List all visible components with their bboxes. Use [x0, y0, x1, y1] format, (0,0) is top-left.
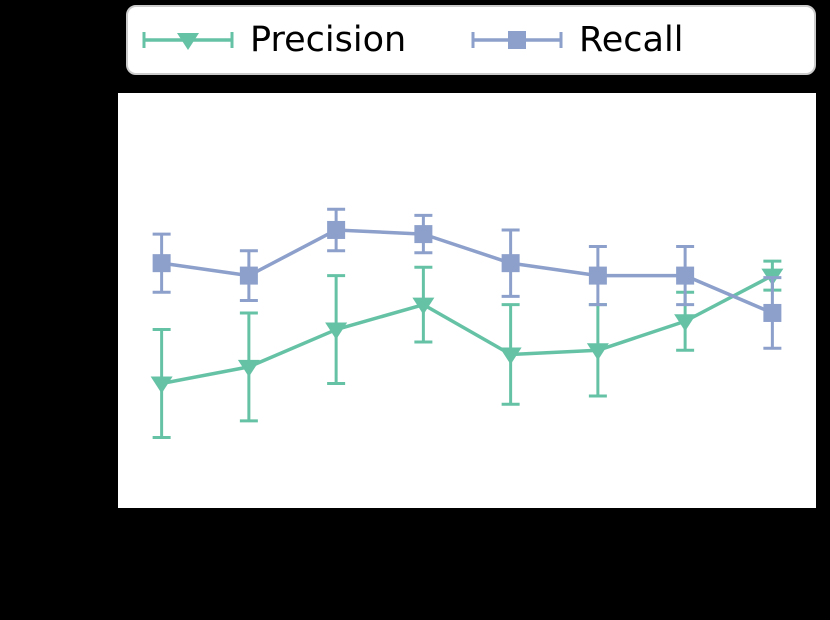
legend-item-precision[interactable]: Precision: [142, 20, 471, 60]
legend-item-recall[interactable]: Recall: [471, 20, 800, 60]
recall-marker-icon: [471, 31, 563, 49]
precision-marker-icon: [142, 32, 234, 50]
legend-label-precision: Precision: [250, 20, 407, 60]
chart-legend: Precision Recall: [126, 5, 816, 75]
legend-label-recall: Recall: [579, 20, 684, 60]
